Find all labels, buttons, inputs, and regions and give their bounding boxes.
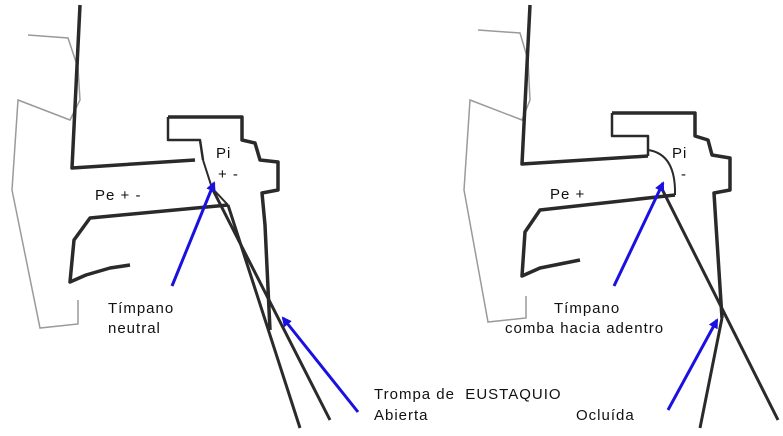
right-outer-ear-outline (463, 29, 531, 323)
left-eustachian-tube-wall-2 (211, 189, 332, 421)
right-ear-diagram: Pe + Pi - Tímpano comba hacia adentro Oc… (463, 4, 780, 429)
left-pi-label: Pi (216, 145, 231, 162)
left-canal-upper-wall (70, 4, 196, 170)
right-eustachian-tube-wall-1 (658, 184, 780, 421)
right-canal-lower-wall (520, 193, 676, 278)
left-pi-sign: + - (218, 166, 239, 183)
right-pi-sign: - (681, 166, 687, 183)
right-tympanum-label-2: comba hacia adentro (505, 320, 664, 337)
right-tympanum-label-1: Tímpano (554, 300, 620, 317)
left-tube-state-label: Abierta (374, 407, 429, 424)
right-cavity-inner-edge (610, 113, 650, 156)
left-tympanum-arrow (170, 181, 216, 287)
left-canal-lower-wall (68, 203, 229, 284)
left-ear-diagram: Pe + - Pi + - Tímpano neutral Abierta (11, 4, 429, 429)
left-outer-ear-outline (11, 34, 81, 329)
right-pi-label: Pi (672, 145, 687, 162)
left-pe-label: Pe + - (95, 187, 141, 204)
right-tympanum-arrow (612, 181, 665, 287)
left-cavity-inner-edge (166, 117, 205, 161)
left-tympanum-label-2: neutral (108, 320, 161, 337)
right-canal-upper-wall (520, 4, 649, 166)
right-middle-ear-cavity (612, 111, 732, 319)
eustachian-tube-title: Trompa de EUSTAQUIO (374, 386, 562, 403)
right-tube-state-label: Ocluída (576, 407, 635, 424)
right-tube-arrow (666, 318, 719, 411)
right-pe-label: Pe + (550, 186, 585, 203)
left-middle-ear-cavity (168, 115, 280, 331)
left-tympanum-label-1: Tímpano (108, 300, 174, 317)
right-eustachian-tube-wall-2 (698, 317, 724, 429)
left-tube-arrow (281, 316, 360, 413)
right-tympanic-membrane (647, 149, 677, 196)
